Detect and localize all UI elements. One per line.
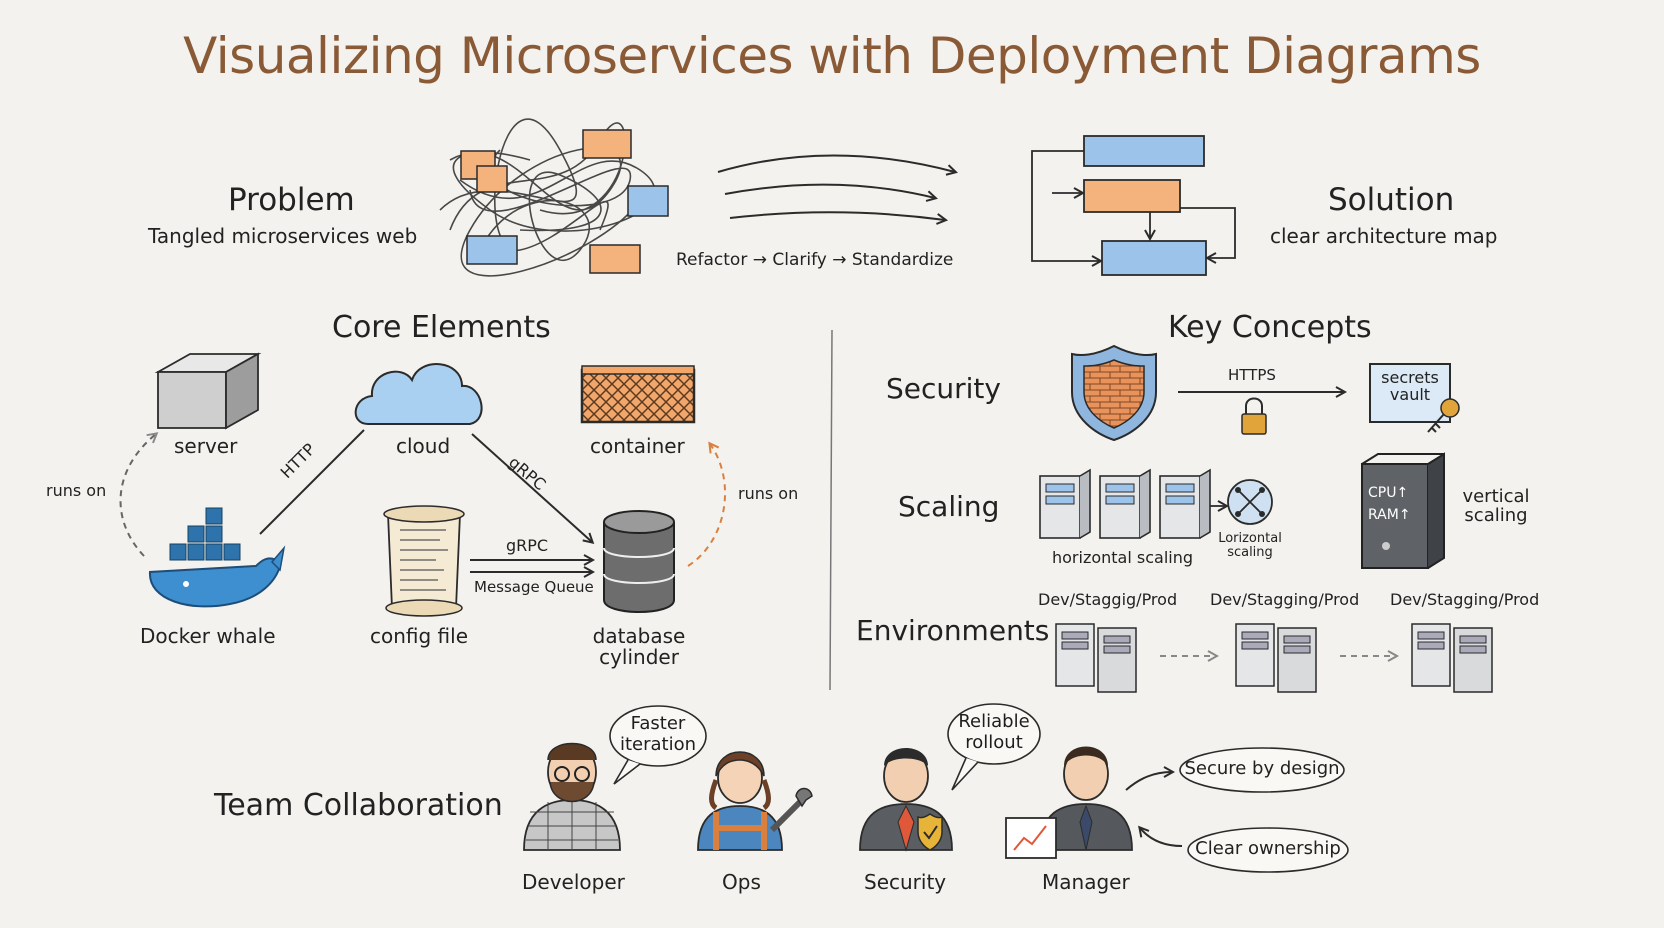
security-avatar-icon — [859, 748, 953, 852]
secrets-vault-label: secrets vault — [1381, 368, 1439, 404]
vertical-scaling-label: vertical scaling — [1462, 486, 1530, 526]
secure-by-design-pill-shape — [1179, 747, 1345, 793]
tangled-web-icon — [439, 118, 669, 277]
env-stage-3-label: Dev/Stagging/Prod — [1390, 590, 1540, 609]
secrets-vault-icon — [1369, 363, 1451, 423]
faster-iteration-bubble: Faster iteration — [619, 713, 697, 755]
lorizontal-scaling-label: Lorizontal scaling — [1218, 531, 1282, 560]
cpu-label: CPU↑ — [1368, 485, 1409, 501]
manager-avatar-icon — [1039, 746, 1133, 851]
developer-label: Developer — [522, 870, 625, 894]
clear-ownership-pill-shape — [1187, 827, 1349, 873]
runs-on-left-label: runs on — [46, 481, 107, 500]
developer-avatar-icon — [523, 742, 621, 851]
runs-on-right-link — [687, 444, 727, 567]
padlock-icon — [1241, 397, 1267, 435]
reliable-rollout-bubble: Reliable rollout — [958, 711, 1030, 753]
container-label: container — [590, 434, 685, 458]
https-label: HTTPS — [1228, 366, 1276, 384]
refactor-arrows — [717, 154, 955, 220]
security-person-label: Security — [864, 870, 947, 894]
architecture-map-icon — [1031, 135, 1236, 276]
solution-subtitle: clear architecture map — [1270, 224, 1498, 248]
reliable-bubble-tail — [951, 757, 979, 791]
security-row-label: Security — [886, 372, 1001, 405]
message-queue-label: Message Queue — [474, 578, 594, 596]
faster-bubble-tail — [613, 759, 641, 785]
server-icon — [154, 352, 262, 430]
env-stage-1-label: Dev/Staggig/Prod — [1038, 590, 1178, 609]
solution-heading: Solution — [1328, 182, 1455, 218]
secure-by-design-pill: Secure by design — [1184, 758, 1340, 779]
vertical-scaling-tower-icon — [1361, 452, 1445, 569]
refactor-label: Refactor → Clarify → Standardize — [676, 250, 954, 270]
manager-label: Manager — [1042, 870, 1130, 894]
key-icon — [1427, 398, 1460, 433]
reliable-bubble-shape — [947, 703, 1041, 765]
config-label: config file — [370, 624, 469, 648]
docker-label: Docker whale — [140, 624, 276, 648]
shield-firewall-icon — [1071, 344, 1157, 442]
horizontal-scaling-label: horizontal scaling — [1052, 548, 1194, 567]
env-prod-servers-icon — [1411, 623, 1493, 693]
grpc-diag-link — [471, 433, 592, 542]
core-links — [119, 429, 727, 572]
faster-bubble-shape — [609, 705, 707, 767]
server-label: server — [174, 434, 238, 458]
clear-ownership-pill: Clear ownership — [1195, 838, 1341, 859]
env-dev-servers-icon — [1055, 623, 1137, 693]
horizontal-scaling-servers-icon — [1039, 468, 1226, 539]
page-title: Visualizing Microservices with Deploymen… — [183, 27, 1481, 85]
ops-label: Ops — [722, 870, 761, 894]
ops-avatar-icon — [697, 751, 813, 851]
cloud-label: cloud — [396, 434, 451, 458]
cloud-icon — [354, 363, 483, 425]
database-cylinder-icon — [603, 510, 675, 613]
key-concepts-heading: Key Concepts — [1168, 310, 1372, 345]
manager-to-secure-arrow — [1125, 772, 1172, 791]
ram-label: RAM↑ — [1368, 507, 1411, 523]
scaling-row-label: Scaling — [898, 490, 1000, 523]
problem-heading: Problem — [228, 182, 355, 218]
problem-subtitle: Tangled microservices web — [148, 224, 418, 248]
environments-row-label: Environments — [856, 614, 1050, 647]
team-heading: Team Collaboration — [214, 788, 503, 823]
env-stage-2-label: Dev/Stagging/Prod — [1210, 590, 1360, 609]
grpc-label: gRPC — [506, 536, 549, 555]
load-balancer-icon — [1227, 479, 1273, 525]
growth-chart-icon — [1005, 817, 1057, 859]
env-staging-servers-icon — [1235, 623, 1317, 693]
http-link — [259, 429, 365, 535]
section-divider — [829, 329, 833, 691]
runs-on-right-label: runs on — [738, 484, 799, 503]
config-file-icon — [383, 505, 465, 617]
ownership-to-manager-arrow — [1140, 828, 1183, 847]
database-label: database cylinder — [592, 624, 686, 669]
core-elements-heading: Core Elements — [332, 310, 551, 345]
runs-on-left-link — [119, 434, 156, 557]
docker-whale-icon — [148, 507, 286, 608]
container-icon — [580, 365, 696, 424]
